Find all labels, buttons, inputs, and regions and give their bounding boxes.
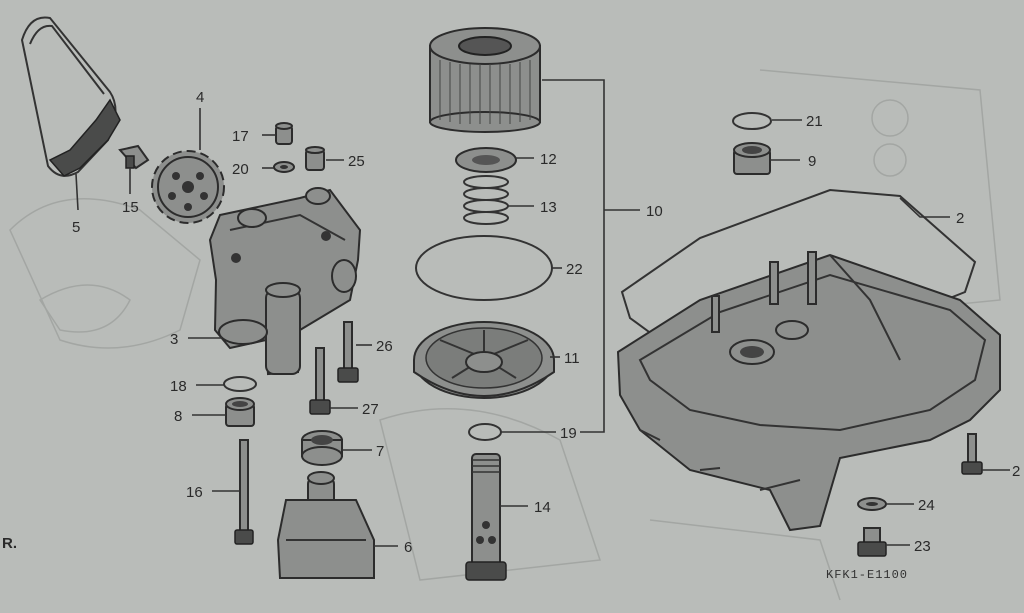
- label-16: 16: [186, 484, 203, 501]
- label-2-bolt: 2: [1012, 463, 1020, 480]
- part-23-drain-bolt: [857, 527, 887, 557]
- part-21-o-ring: [732, 112, 772, 130]
- part-27-bolt: [309, 347, 331, 415]
- part-12-washer: [455, 147, 517, 173]
- label-6: 6: [404, 539, 412, 556]
- group-10-bracket: [542, 79, 640, 433]
- part-14-pipe: [465, 453, 507, 581]
- label-25: 25: [348, 153, 365, 170]
- label-3: 3: [170, 331, 178, 348]
- part-18-o-ring: [223, 376, 257, 392]
- oil-filter: [429, 27, 541, 133]
- label-26: 26: [376, 338, 393, 355]
- label-8: 8: [174, 408, 182, 425]
- part-labels: 4 5 15 17 20 25 3 18 8 16 26 27 7 6 12 1…: [2, 89, 1020, 582]
- part-13-spring: [463, 175, 509, 225]
- part-8-collar: [225, 397, 255, 427]
- part-7-seal: [301, 430, 343, 466]
- label-13: 13: [540, 199, 557, 216]
- label-11: 11: [564, 350, 580, 367]
- label-21: 21: [806, 113, 823, 130]
- label-24: 24: [918, 497, 935, 514]
- diagram-code: KFK1-E1100: [826, 568, 908, 582]
- leader-lines: [75, 108, 1010, 547]
- part-9-collar: [733, 142, 771, 175]
- part-22-o-ring: [415, 235, 553, 301]
- oil-pump: [208, 187, 362, 376]
- label-2: 2: [956, 210, 964, 227]
- label-18: 18: [170, 378, 187, 395]
- filter-cover: [413, 321, 555, 399]
- part-20-washer: [273, 161, 295, 173]
- cam-chain: [20, 16, 121, 177]
- part-16-bolt: [234, 439, 254, 545]
- label-10: 10: [646, 203, 663, 220]
- label-23: 23: [914, 538, 931, 555]
- label-4: 4: [196, 89, 204, 106]
- label-5: 5: [72, 219, 80, 236]
- label-12: 12: [540, 151, 557, 168]
- label-22: 22: [566, 261, 583, 278]
- part-15-fitting: [118, 144, 150, 170]
- label-14: 14: [534, 499, 551, 516]
- label-17: 17: [232, 128, 249, 145]
- part-17-dowel: [275, 122, 293, 145]
- label-7: 7: [376, 443, 384, 460]
- oil-strainer: [276, 471, 375, 579]
- label-27: 27: [362, 401, 379, 418]
- part-25-dowel: [305, 146, 325, 171]
- sprocket: [151, 150, 225, 224]
- part-19-o-ring: [468, 423, 502, 441]
- label-15: 15: [122, 199, 139, 216]
- oil-pan: [616, 251, 1001, 532]
- part-24-washer: [857, 497, 887, 511]
- part-2-side-bolt: [961, 433, 983, 475]
- label-20: 20: [232, 161, 249, 178]
- edge-text: R.: [2, 535, 17, 552]
- label-9: 9: [808, 153, 816, 170]
- part-26-bolt: [337, 321, 359, 383]
- label-19: 19: [560, 425, 577, 442]
